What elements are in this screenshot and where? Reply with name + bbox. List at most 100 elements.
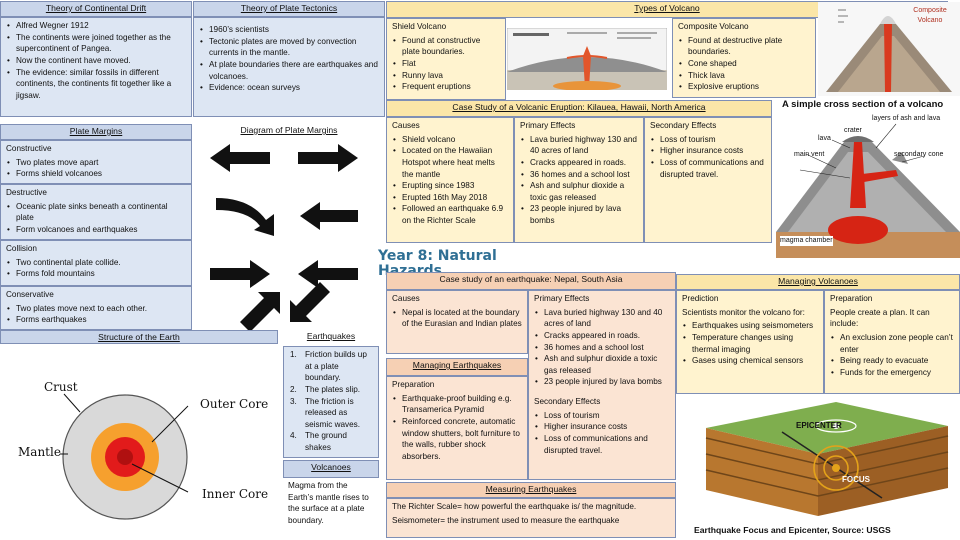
preparation-panel: Preparation People create a plan. It can… xyxy=(824,290,960,394)
destructive-panel: Destructive Oceanic plate sinks beneath … xyxy=(0,184,192,240)
list-item: Ash and sulphur dioxide a toxic gas rele… xyxy=(534,353,670,376)
list-item: Higher insurance costs xyxy=(534,421,670,433)
nepal-secondary-list: Loss of tourism Higher insurance costs L… xyxy=(529,410,675,459)
list-item: Form volcanoes and earthquakes xyxy=(6,224,186,236)
composite-volcano-label: Composite Volcano xyxy=(913,7,947,24)
kilauea-primary-title: Primary Effects xyxy=(520,121,576,130)
measuring-panel: The Richter Scale= how powerful the eart… xyxy=(386,498,676,538)
kilauea-causes-list: Shield volcano Located on the Hawaiian H… xyxy=(387,134,513,229)
list-item: Erupting since 1983 xyxy=(392,180,508,192)
list-item: Temperature changes using thermal imagin… xyxy=(682,332,818,355)
collision-title: Collision xyxy=(6,244,37,253)
list-item: Cracks appeared in roads. xyxy=(534,330,670,342)
list-item: Being ready to evacuate xyxy=(830,355,954,367)
preparation-title: Preparation xyxy=(830,294,873,303)
list-item: Alfred Wegner 1912 xyxy=(6,20,186,32)
list-item: Followed an earthquake 6.9 on the Richte… xyxy=(392,203,508,226)
list-item: 23 people injured by lava bombs xyxy=(534,376,670,388)
list-item: Forms earthquakes xyxy=(6,314,186,326)
label-crust: Crust xyxy=(44,380,78,394)
kilauea-primary: Primary Effects Lava buried highway 130 … xyxy=(514,117,644,243)
managing-eq-prep-title: Preparation xyxy=(392,380,435,389)
list-item: Explosive eruptions xyxy=(678,81,810,93)
shield-panel: Shield Volcano Found at constructive pla… xyxy=(386,18,506,100)
curved-arrow-icon xyxy=(216,198,274,236)
nepal-primary: Primary Effects Lava buried highway 130 … xyxy=(528,290,676,480)
list-item: The friction is released as seismic wave… xyxy=(289,396,373,431)
earthquakes-header: Earthquakes xyxy=(306,331,356,341)
prediction-title: Prediction xyxy=(682,294,719,303)
tectonics-header: Theory of Plate Tectonics xyxy=(193,1,385,17)
list-item: The continents were joined together as t… xyxy=(6,32,186,55)
margins-diagram-header: Diagram of Plate Margins xyxy=(193,124,385,140)
list-item: Loss of communications and disrupted tra… xyxy=(650,157,766,180)
label-layers-ash: layers of ash and lava xyxy=(872,115,941,122)
tectonics-panel: 1960’s scientists Tectonic plates are mo… xyxy=(193,17,385,117)
list-item: Earthquake-proof building e.g. Transamer… xyxy=(392,393,522,416)
composite-panel: Composite Volcano Found at destructive p… xyxy=(672,18,816,98)
nepal-secondary-title: Secondary Effects xyxy=(534,397,601,407)
tectonics-list: 1960’s scientists Tectonic plates are mo… xyxy=(194,18,384,96)
list-item: An exclusion zone people can’t enter xyxy=(830,332,954,355)
list-item: Earthquakes using seismometers xyxy=(682,320,818,332)
list-item: Loss of tourism xyxy=(650,134,766,146)
list-item: Cracks appeared in roads. xyxy=(520,157,638,169)
volcano-cross-section-diagram xyxy=(776,123,960,258)
list-item: Erupted 16th May 2018 xyxy=(392,192,508,204)
prediction-panel: Prediction Scientists monitor the volcan… xyxy=(676,290,824,394)
kilauea-secondary-list: Loss of tourism Higher insurance costs L… xyxy=(645,134,771,183)
label-outer-core: Outer Core xyxy=(200,397,269,411)
list-item: Gases using chemical sensors xyxy=(682,355,818,367)
label-inner-core: Inner Core xyxy=(202,487,269,501)
collision-list: Two continental plate collide. Forms fol… xyxy=(1,257,191,282)
list-item: Two plates move apart xyxy=(6,157,186,169)
volcanoes-text: Magma from the Earth’s mantle rises to t… xyxy=(288,481,369,525)
list-item: Now the continent have moved. xyxy=(6,55,186,67)
list-item: The ground shakes xyxy=(289,430,373,453)
list-item: Runny lava xyxy=(392,70,500,82)
kilauea-primary-list: Lava buried highway 130 and 40 acres of … xyxy=(515,134,643,229)
managing-eq-list: Earthquake-proof building e.g. Transamer… xyxy=(387,393,527,465)
list-item: Tectonic plates are moved by convection … xyxy=(199,36,379,59)
prediction-intro: Scientists monitor the volcano for: xyxy=(682,307,805,317)
composite-title: Composite Volcano xyxy=(678,22,749,31)
label-mantle: Mantle xyxy=(18,445,61,459)
volcanoes-header: Volcanoes xyxy=(283,460,379,478)
drift-panel: Alfred Wegner 1912 The continents were j… xyxy=(0,17,192,117)
managing-eq-panel: Preparation Earthquake-proof building e.… xyxy=(386,376,528,480)
list-item: At plate boundaries there are earthquake… xyxy=(199,59,379,82)
conservative-list: Two plates move next to each other. Form… xyxy=(1,303,191,328)
kilauea-header: Case Study of a Volcanic Eruption: Kilau… xyxy=(386,100,772,117)
managing-eq-header: Managing Earthquakes xyxy=(386,358,528,376)
list-item: Nepal is located at the boundary of the … xyxy=(392,307,522,330)
constructive-list: Two plates move apart Forms shield volca… xyxy=(1,157,191,182)
label-focus: FOCUS xyxy=(842,475,870,484)
list-item: Loss of communications and disrupted tra… xyxy=(534,433,670,456)
list-item: Lava buried highway 130 and 40 acres of … xyxy=(534,307,670,330)
conservative-panel: Conservative Two plates move next to eac… xyxy=(0,286,192,330)
volcanoes-panel: Magma from the Earth’s mantle rises to t… xyxy=(283,478,379,538)
list-item: Shield volcano xyxy=(392,134,508,146)
structure-header: Structure of the Earth xyxy=(0,330,278,344)
list-item: Loss of tourism xyxy=(534,410,670,422)
earthquake-focus-diagram xyxy=(705,402,949,516)
kilauea-causes-title: Causes xyxy=(392,121,420,130)
shield-title: Shield Volcano xyxy=(392,22,447,31)
nepal-header: Case study of an earthquake: Nepal, Sout… xyxy=(386,272,676,290)
drift-list: Alfred Wegner 1912 The continents were j… xyxy=(1,18,191,103)
arrow-left-icon xyxy=(298,260,358,288)
list-item: Friction builds up at a plate boundary. xyxy=(289,349,373,384)
collision-panel: Collision Two continental plate collide.… xyxy=(0,240,192,286)
composite-volcano-diagram xyxy=(818,2,960,96)
cross-section-title: A simple cross section of a volcano xyxy=(782,99,944,110)
list-item: 23 people injured by lava bombs xyxy=(520,203,638,226)
constructive-title: Constructive xyxy=(6,144,52,153)
margins-header: Plate Margins xyxy=(0,124,192,140)
conservative-title: Conservative xyxy=(6,290,54,299)
kilauea-secondary-title: Secondary Effects xyxy=(650,121,717,130)
kilauea-causes: Causes Shield volcano Located on the Haw… xyxy=(386,117,514,243)
list-item: Forms fold mountains xyxy=(6,268,186,280)
nepal-causes-list: Nepal is located at the boundary of the … xyxy=(387,307,527,332)
arrow-left-icon xyxy=(300,202,358,230)
nepal-causes: Causes Nepal is located at the boundary … xyxy=(386,290,528,354)
